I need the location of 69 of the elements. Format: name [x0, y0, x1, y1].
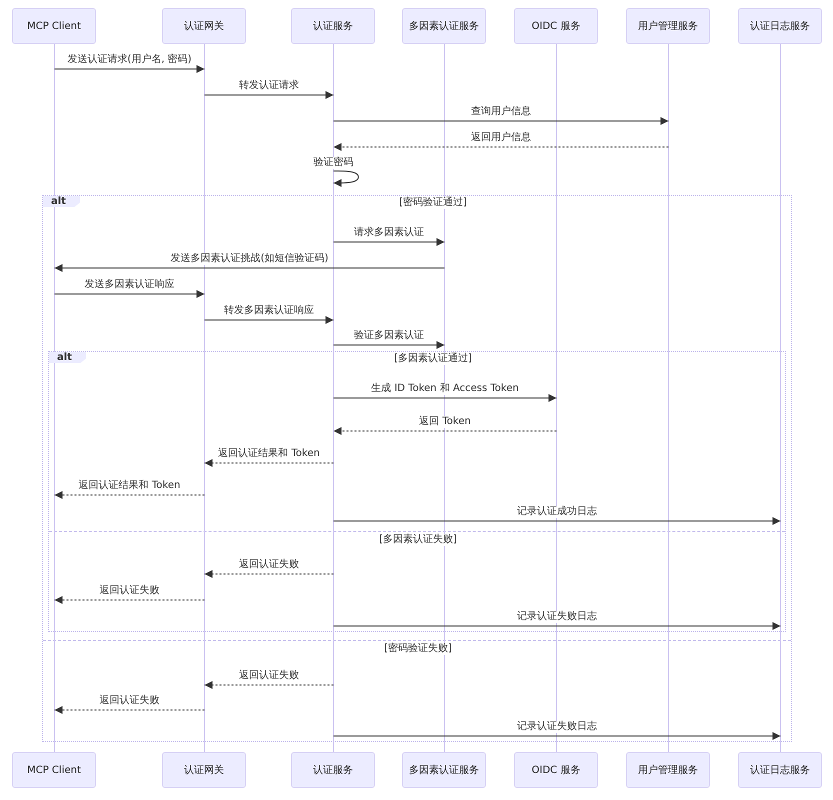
message-label: 请求多因素认证	[353, 227, 425, 239]
message-arrow	[333, 117, 669, 125]
message-arrow	[204, 316, 334, 324]
message-arrow	[54, 706, 205, 714]
message-arrow	[333, 732, 781, 740]
lifeline	[556, 44, 557, 752]
participant-box: MCP Client	[12, 8, 96, 44]
guard-label: [密码验证通过]	[398, 197, 468, 209]
message-arrow	[54, 65, 205, 73]
participant-box: 用户管理服务	[626, 8, 710, 44]
lifeline	[668, 44, 669, 752]
message-arrow	[333, 341, 445, 349]
message-label: 记录认证成功日志	[516, 506, 598, 518]
message-arrow	[204, 570, 334, 578]
guard-label: [多因素认证失败]	[378, 534, 458, 546]
lifeline	[333, 44, 334, 752]
participant-box: MCP Client	[12, 752, 96, 788]
message-arrow	[333, 238, 445, 246]
message-label: 返回认证失败	[98, 695, 160, 707]
guard-label: [多因素认证通过]	[393, 353, 473, 365]
message-arrow	[204, 91, 334, 99]
message-label: 发送认证请求(用户名, 密码)	[66, 54, 193, 66]
message-arrow	[54, 596, 205, 604]
message-label: 生成 ID Token 和 Access Token	[370, 383, 520, 395]
message-label: 记录认证失败日志	[516, 611, 598, 623]
fragment-tab: alt	[43, 196, 80, 207]
message-arrow	[333, 427, 557, 435]
message-arrow	[204, 459, 334, 467]
message-label: 返回认证结果和 Token	[217, 448, 321, 460]
message-arrow	[333, 170, 359, 187]
message-label: 验证多因素认证	[353, 330, 425, 342]
message-label: 返回用户信息	[470, 132, 532, 144]
participant-box: 认证服务	[291, 8, 375, 44]
message-label: 返回认证失败	[98, 585, 160, 597]
lifeline	[444, 44, 445, 752]
participant-box: 认证服务	[291, 752, 375, 788]
message-arrow	[204, 681, 334, 689]
fragment-tab: alt	[49, 352, 86, 363]
participant-box: 用户管理服务	[626, 752, 710, 788]
participant-box: 认证网关	[162, 8, 246, 44]
message-arrow	[54, 264, 445, 272]
participant-box: 多因素认证服务	[402, 752, 486, 788]
message-arrow	[333, 517, 781, 525]
lifeline	[204, 44, 205, 752]
message-label: 返回认证失败	[238, 559, 300, 571]
message-arrow	[333, 622, 781, 630]
message-label: 验证密码	[312, 157, 354, 169]
guard-label: [密码验证失败]	[383, 643, 453, 655]
participant-box: 认证日志服务	[738, 752, 822, 788]
message-arrow	[333, 143, 669, 151]
message-label: 发送多因素认证挑战(如短信验证码)	[170, 253, 330, 265]
participant-box: 认证网关	[162, 752, 246, 788]
participant-box: OIDC 服务	[514, 752, 598, 788]
message-arrow	[333, 394, 557, 402]
participant-box: 多因素认证服务	[402, 8, 486, 44]
participant-box: 认证日志服务	[738, 8, 822, 44]
message-label: 发送多因素认证响应	[84, 279, 176, 291]
message-label: 返回认证失败	[238, 670, 300, 682]
message-label: 记录认证失败日志	[516, 721, 598, 733]
message-label: 转发认证请求	[238, 80, 300, 92]
message-label: 转发多因素认证响应	[223, 305, 315, 317]
message-arrow	[54, 290, 205, 298]
lifeline	[780, 44, 781, 752]
message-label: 查询用户信息	[470, 106, 532, 118]
lifeline	[54, 44, 55, 752]
message-label: 返回 Token	[418, 416, 472, 428]
message-arrow	[54, 491, 205, 499]
participant-box: OIDC 服务	[514, 8, 598, 44]
message-label: 返回认证结果和 Token	[78, 480, 182, 492]
